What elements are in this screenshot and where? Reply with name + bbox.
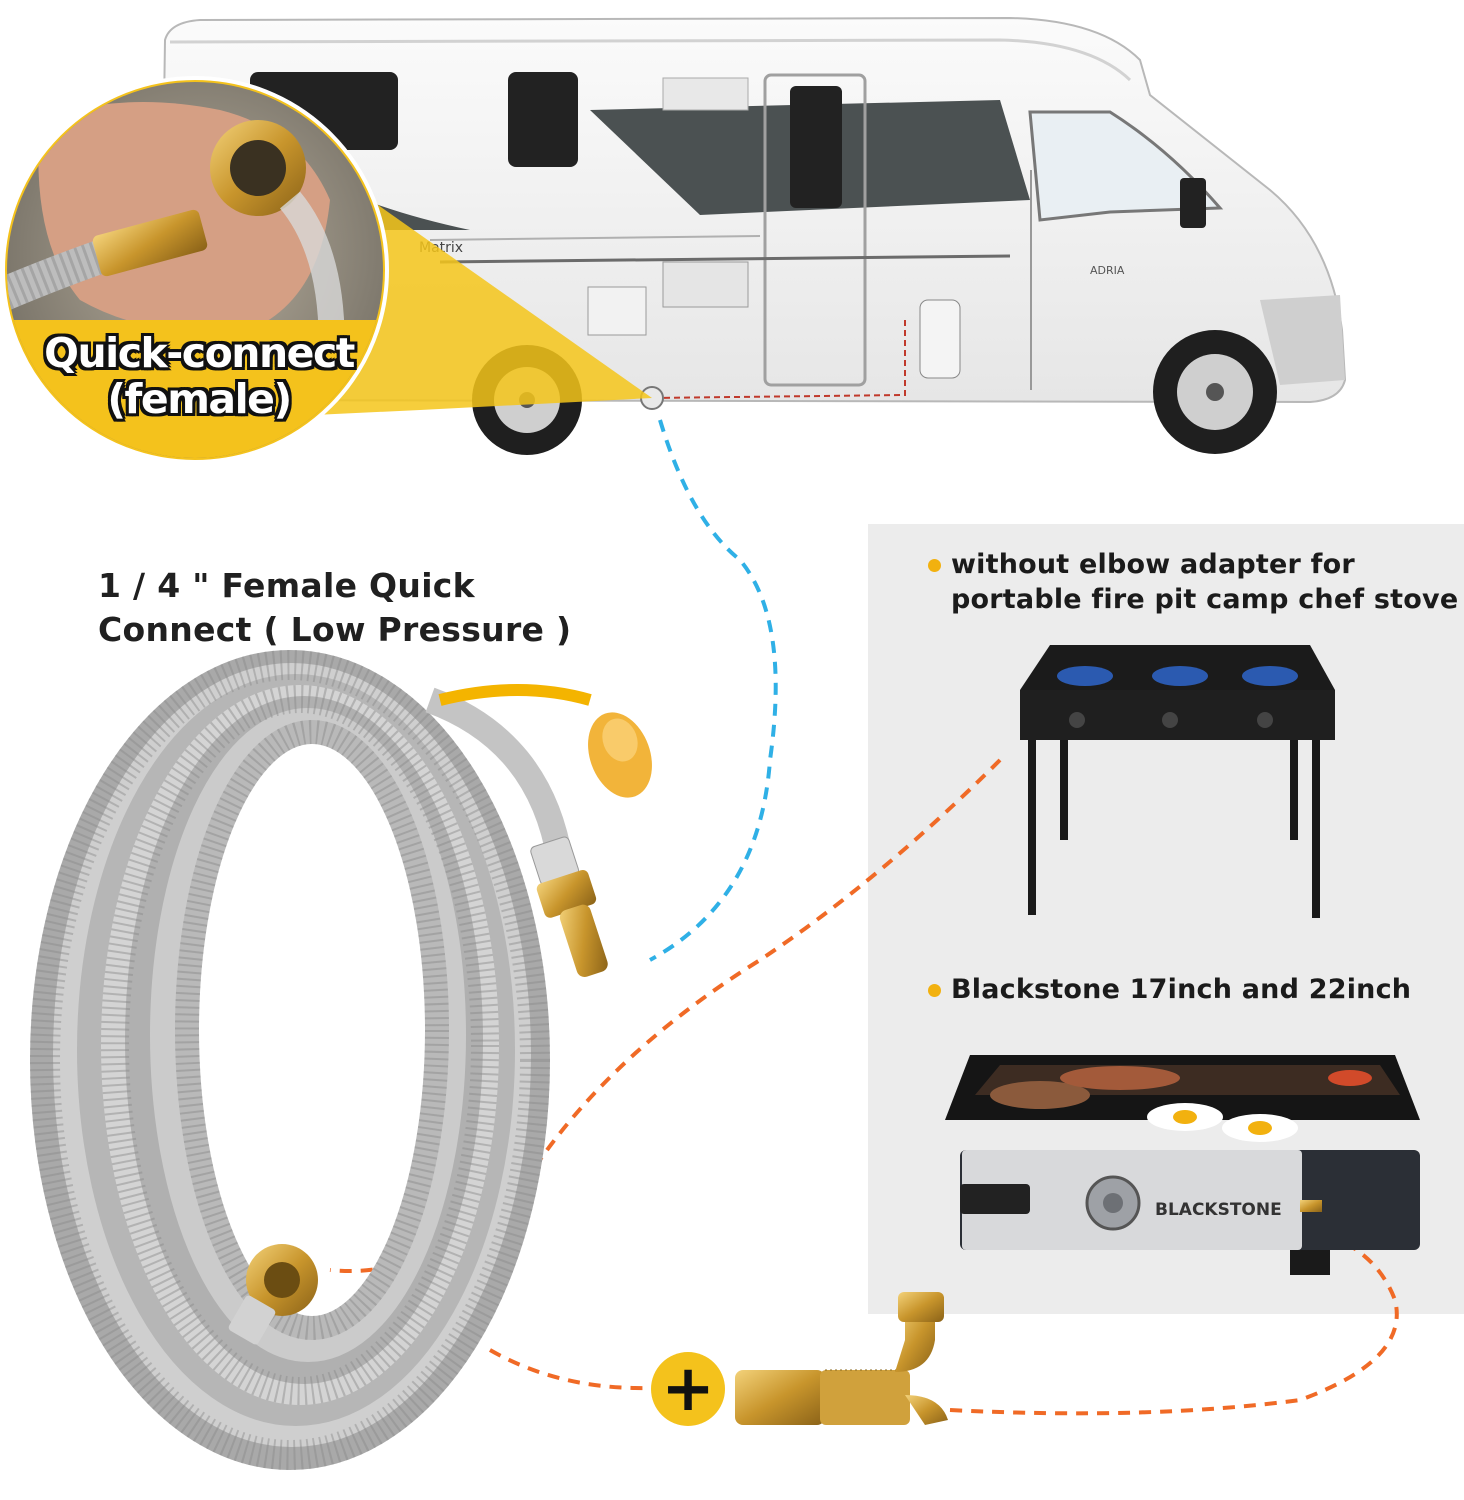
quick-connect-line1: Quick-connect: [44, 329, 355, 377]
quick-connect-line2: (female): [107, 375, 292, 423]
quick-connect-callout: [1, 76, 389, 464]
quick-connect-label: Quick-connect (female): [24, 330, 374, 422]
front-wheel: [1153, 330, 1277, 454]
hose-title-line1: 1 / 4 " Female Quick: [98, 566, 475, 605]
yellow-dust-cap: [438, 684, 652, 798]
bullet-dot-icon: [928, 984, 941, 997]
griddle-label: Blackstone 17inch and 22inch: [951, 974, 1412, 1005]
brass-male-plug: [530, 836, 608, 977]
stove-bullet: without elbow adapter for portable fire …: [928, 547, 1458, 617]
camp-chef-stove: [1020, 645, 1335, 918]
stove-description: without elbow adapter for portable fire …: [951, 547, 1458, 617]
griddle-brand-label: BLACKSTONE: [1155, 1200, 1282, 1220]
stove-line2: portable fire pit camp chef stove: [951, 584, 1459, 615]
stove-line1: without elbow adapter for: [951, 549, 1355, 580]
griddle-bullet: Blackstone 17inch and 22inch: [928, 972, 1411, 1007]
brass-elbow-adapter: [735, 1292, 948, 1425]
blackstone-griddle: [945, 1055, 1420, 1275]
plus-symbol: +: [661, 1352, 715, 1426]
brass-flare-fitting: [228, 1244, 318, 1345]
hose-to-adapter-line: [489, 1348, 651, 1391]
hose-title-line2: Connect ( Low Pressure ): [98, 610, 572, 649]
coiled-steel-hose: [30, 650, 573, 1470]
plus-badge: [651, 1352, 725, 1426]
rv-to-hose-line: [649, 419, 778, 962]
bullet-dot-icon: [928, 559, 941, 572]
rv-brand-label: ADRIA: [1090, 264, 1125, 277]
hose-title: 1 / 4 " Female Quick Connect ( Low Press…: [98, 564, 618, 652]
adapter-to-griddle-line: [949, 1238, 1399, 1416]
